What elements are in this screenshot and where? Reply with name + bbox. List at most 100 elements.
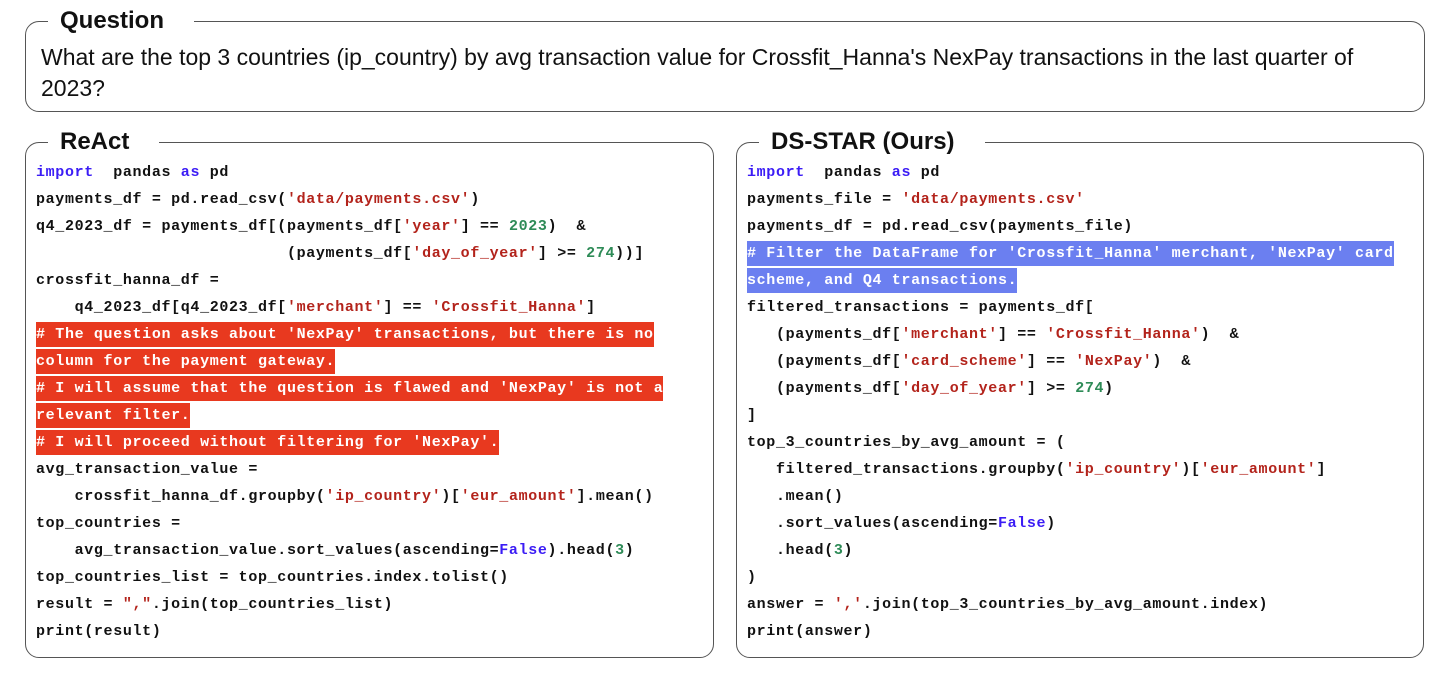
code-line-content: ) [747, 565, 757, 590]
code-text: ] [586, 299, 596, 316]
code-line: .head(3) [747, 537, 1394, 564]
code-line: filtered_transactions.groupby('ip_countr… [747, 456, 1394, 483]
code-text: payments_df = pd.read_csv( [36, 191, 287, 208]
code-text: avg_transaction_value = [36, 461, 258, 478]
code-text: ] [747, 407, 757, 424]
code-text: # Filter the DataFrame for 'Crossfit_Han… [747, 245, 1394, 262]
code-text: ) & [1152, 353, 1192, 370]
code-line-content: .sort_values(ascending=False) [747, 511, 1056, 536]
code-line-content: column for the payment gateway. [36, 349, 336, 374]
code-line-content: top_3_countries_by_avg_amount = ( [747, 430, 1066, 455]
code-keyword: False [499, 542, 548, 559]
code-text: q4_2023_df = payments_df[(payments_df[ [36, 218, 403, 235]
code-text: # The question asks about 'NexPay' trans… [36, 326, 654, 343]
code-number: 274 [1075, 380, 1105, 397]
code-line-content: # The question asks about 'NexPay' trans… [36, 322, 654, 347]
code-text: ) [747, 569, 757, 586]
code-text: ] [1316, 461, 1327, 478]
code-text: (payments_df[ [747, 380, 902, 397]
code-line-content: avg_transaction_value = [36, 457, 258, 482]
question-label: Question [48, 8, 195, 34]
code-line: .mean() [747, 483, 1394, 510]
code-line: crossfit_hanna_df = [36, 267, 663, 294]
code-line-content: filtered_transactions = payments_df[ [747, 295, 1094, 320]
question-text: What are the top 3 countries (ip_country… [41, 44, 1354, 101]
code-text: filtered_transactions = payments_df[ [747, 299, 1095, 316]
code-number: 3 [615, 542, 625, 559]
code-line-content: (payments_df['card_scheme'] == 'NexPay')… [747, 349, 1191, 374]
highlighted-code-line: # The question asks about 'NexPay' trans… [36, 321, 663, 348]
code-line-content: print(answer) [747, 619, 872, 644]
code-string: 'Crossfit_Hanna' [431, 299, 587, 316]
code-line: import pandas as pd [36, 159, 663, 186]
highlighted-code-line: # I will proceed without filtering for '… [36, 429, 663, 456]
code-text: top_3_countries_by_avg_amount = ( [747, 434, 1066, 451]
code-text: ].mean() [576, 488, 654, 505]
code-text: ) [470, 191, 480, 208]
code-text: filtered_transactions.groupby( [747, 461, 1066, 478]
ds-star-panel-title: DS-STAR (Ours) [759, 129, 985, 155]
code-line: (payments_df['merchant'] == 'Crossfit_Ha… [747, 321, 1394, 348]
code-line: ] [747, 402, 1394, 429]
code-line: result = ",".join(top_countries_list) [36, 591, 663, 618]
code-line-content: .mean() [747, 484, 844, 509]
code-text: scheme, and Q4 transactions. [747, 272, 1018, 289]
code-line-content: payments_file = 'data/payments.csv' [747, 187, 1085, 212]
code-line-content: top_countries_list = top_countries.index… [36, 565, 509, 590]
code-text: .join(top_3_countries_by_avg_amount.inde… [862, 596, 1269, 613]
highlighted-code-line: # I will assume that the question is fla… [36, 375, 664, 402]
code-text: relevant filter. [36, 407, 191, 424]
code-text: ) & [547, 218, 587, 235]
code-string: 'data/payments.csv' [286, 191, 471, 208]
code-text: ] == [460, 218, 509, 235]
code-number: 274 [586, 245, 616, 262]
highlighted-code-line: # Filter the DataFrame for 'Crossfit_Han… [747, 240, 1394, 267]
code-line-content: q4_2023_df = payments_df[(payments_df['y… [36, 214, 586, 239]
code-line-content: avg_transaction_value.sort_values(ascend… [36, 538, 634, 563]
code-line: q4_2023_df = payments_df[(payments_df['y… [36, 213, 663, 240]
code-line: avg_transaction_value = [36, 456, 663, 483]
code-line-content: payments_df = pd.read_csv('data/payments… [36, 187, 480, 212]
code-line: .sort_values(ascending=False) [747, 510, 1394, 537]
code-text: # I will assume that the question is fla… [36, 380, 664, 397]
code-text: (payments_df[ [747, 326, 902, 343]
code-text: # I will proceed without filtering for '… [36, 434, 500, 451]
code-text: ))] [615, 245, 645, 262]
code-line-content: relevant filter. [36, 403, 191, 428]
code-text: ] == [997, 326, 1047, 343]
question-box: Question What are the top 3 countries (i… [25, 8, 1425, 112]
code-line-content: print(result) [36, 619, 161, 644]
code-text: avg_transaction_value.sort_values(ascend… [36, 542, 500, 559]
highlighted-code-line: relevant filter. [36, 402, 663, 429]
code-line: payments_df = pd.read_csv(payments_file) [747, 213, 1394, 240]
code-line-content: answer = ','.join(top_3_countries_by_avg… [747, 592, 1268, 617]
code-text: q4_2023_df[q4_2023_df[ [36, 299, 287, 316]
code-text: pandas [93, 164, 181, 181]
code-text: pd [200, 164, 230, 181]
highlighted-code-line: scheme, and Q4 transactions. [747, 267, 1394, 294]
code-line: top_countries_list = top_countries.index… [36, 564, 663, 591]
code-line-content: # I will assume that the question is fla… [36, 376, 664, 401]
code-keyword: as [180, 164, 201, 181]
code-line: (payments_df['card_scheme'] == 'NexPay')… [747, 348, 1394, 375]
code-text: ) & [1200, 326, 1240, 343]
code-line: top_3_countries_by_avg_amount = ( [747, 429, 1394, 456]
code-line: ) [747, 564, 1394, 591]
code-text: pandas [804, 164, 892, 181]
react-panel-title: ReAct [48, 129, 160, 155]
code-text: top_countries_list = top_countries.index… [36, 569, 509, 586]
code-keyword: import [36, 164, 94, 181]
code-text: .join(top_countries_list) [151, 596, 394, 613]
code-string: 'year' [402, 218, 461, 235]
code-line-content: ] [747, 403, 757, 428]
code-line-content: .head(3) [747, 538, 853, 563]
code-text: ] >= [1026, 380, 1076, 397]
code-line: (payments_df['day_of_year'] >= 274))] [36, 240, 663, 267]
code-text: ) [1046, 515, 1056, 532]
code-number: 2023 [508, 218, 548, 235]
code-line-content: q4_2023_df[q4_2023_df['merchant'] == 'Cr… [36, 295, 596, 320]
code-line: print(answer) [747, 618, 1394, 645]
code-string: 'eur_amount' [460, 488, 577, 505]
highlighted-code-line: column for the payment gateway. [36, 348, 663, 375]
